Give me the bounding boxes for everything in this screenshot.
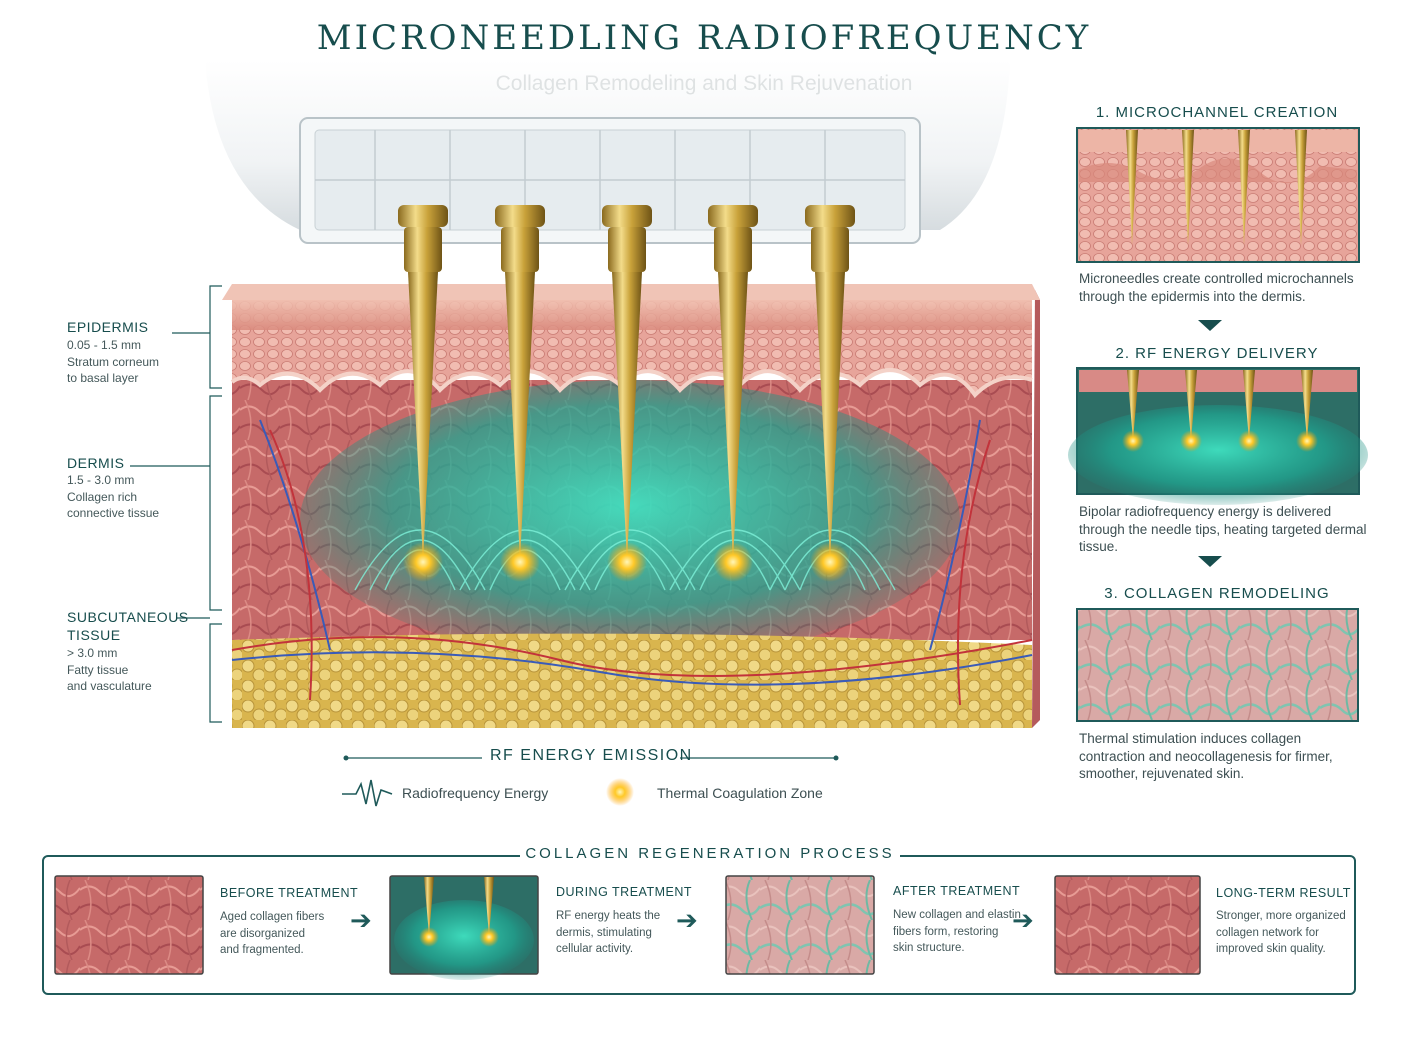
microneedle <box>805 205 855 560</box>
before-head: BEFORE TREATMENT <box>220 886 359 900</box>
long-term-head: LONG-TERM RESULT <box>1216 886 1351 900</box>
legend-thermal-label: Thermal Coagulation Zone <box>657 785 823 801</box>
microneedle <box>708 205 758 560</box>
long-term-thumbnail <box>1054 875 1201 975</box>
step3-title: 3. COLLAGEN REMODELING <box>1104 585 1330 602</box>
step2-desc: Bipolar radiofrequency energy is deliver… <box>1079 504 1367 554</box>
after-thumbnail <box>725 875 875 975</box>
emission-title: RF ENERGY EMISSION <box>490 747 693 764</box>
during-thumbnail <box>389 875 539 980</box>
dermis-label: DERMIS <box>67 455 125 471</box>
step2-title: 2. RF ENERGY DELIVERY <box>1115 345 1319 362</box>
process-title: COLLAGEN REGENERATION PROCESS <box>520 845 900 862</box>
before-thumbnail <box>54 875 204 975</box>
microneedle <box>602 205 652 560</box>
emission-divider <box>343 755 839 761</box>
step1-panel <box>1076 127 1360 263</box>
arrow-right-icon: ➔ <box>1012 905 1034 935</box>
process-thumbnails <box>54 875 1201 980</box>
step1-desc: Microneedles create controlled microchan… <box>1079 271 1354 304</box>
page-title: MICRONEEDLING RADIOFREQUENCY <box>316 18 1092 58</box>
rf-handpiece <box>205 60 1010 244</box>
layer-brackets <box>130 285 222 723</box>
microneedle <box>398 205 448 560</box>
down-arrow-icon <box>1198 320 1222 331</box>
step1-title: 1. MICROCHANNEL CREATION <box>1095 104 1339 121</box>
after-head: AFTER TREATMENT <box>893 884 1021 898</box>
microneedle-array <box>398 205 855 582</box>
step2-panel <box>1068 367 1368 505</box>
down-arrow-icon <box>1198 556 1222 567</box>
arrow-right-icon: ➔ <box>676 905 698 935</box>
thermal-glow-points <box>403 542 850 582</box>
arrow-right-icon: ➔ <box>350 905 372 935</box>
legend-rf-label: Radiofrequency Energy <box>402 785 549 801</box>
epidermis-label: EPIDERMIS <box>67 319 149 335</box>
wave-icon <box>342 779 393 807</box>
step3-panel <box>1076 608 1359 722</box>
step3-desc: Thermal stimulation induces collagen con… <box>1079 731 1333 781</box>
during-head: DURING TREATMENT <box>556 885 693 899</box>
microneedle <box>495 205 545 560</box>
glow-icon <box>606 778 634 806</box>
